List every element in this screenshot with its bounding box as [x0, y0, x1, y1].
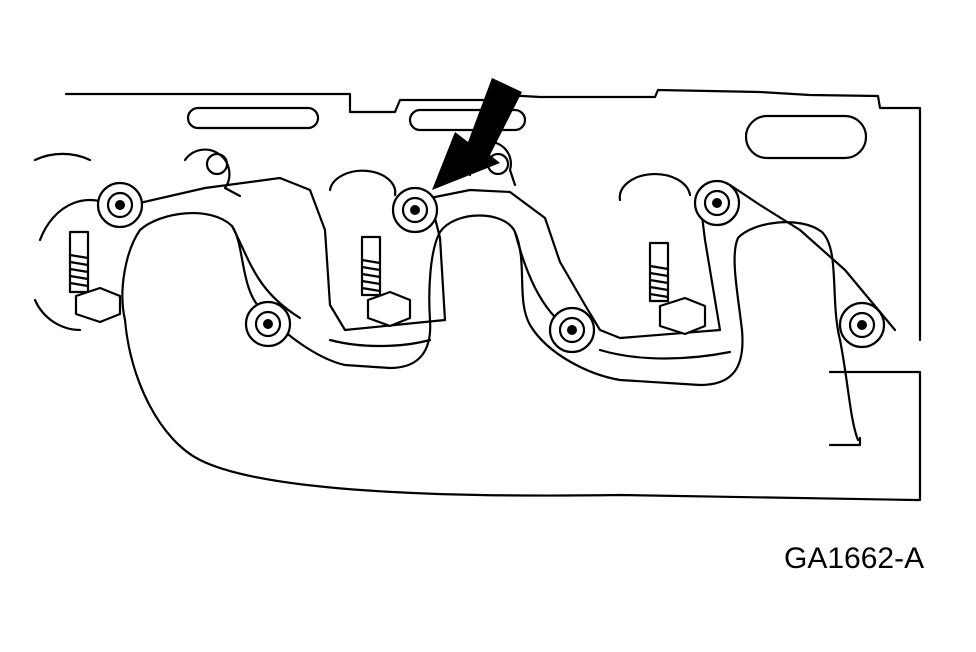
nut-5: [693, 179, 741, 227]
manifold-body: [121, 212, 917, 502]
stud-2: [360, 235, 412, 328]
gasket-hole-1: [205, 152, 229, 176]
nut-1: [96, 181, 144, 229]
nut-3: [391, 186, 439, 234]
stud-1: [68, 230, 122, 324]
head-slot-2: [408, 108, 527, 132]
stud-shank: [360, 235, 382, 297]
stud-3: [648, 241, 707, 336]
nut-4: [548, 306, 596, 354]
manifold-flange: [116, 140, 897, 340]
arrow-icon: [432, 78, 522, 190]
figure-id-label: GA1662-A: [784, 542, 925, 575]
nut-6: [838, 301, 886, 349]
stud-shank: [648, 241, 670, 303]
cylinder-head: [64, 88, 922, 502]
nut-2: [244, 300, 292, 348]
head-slot-3: [744, 114, 868, 160]
head-slot-1: [186, 106, 320, 130]
